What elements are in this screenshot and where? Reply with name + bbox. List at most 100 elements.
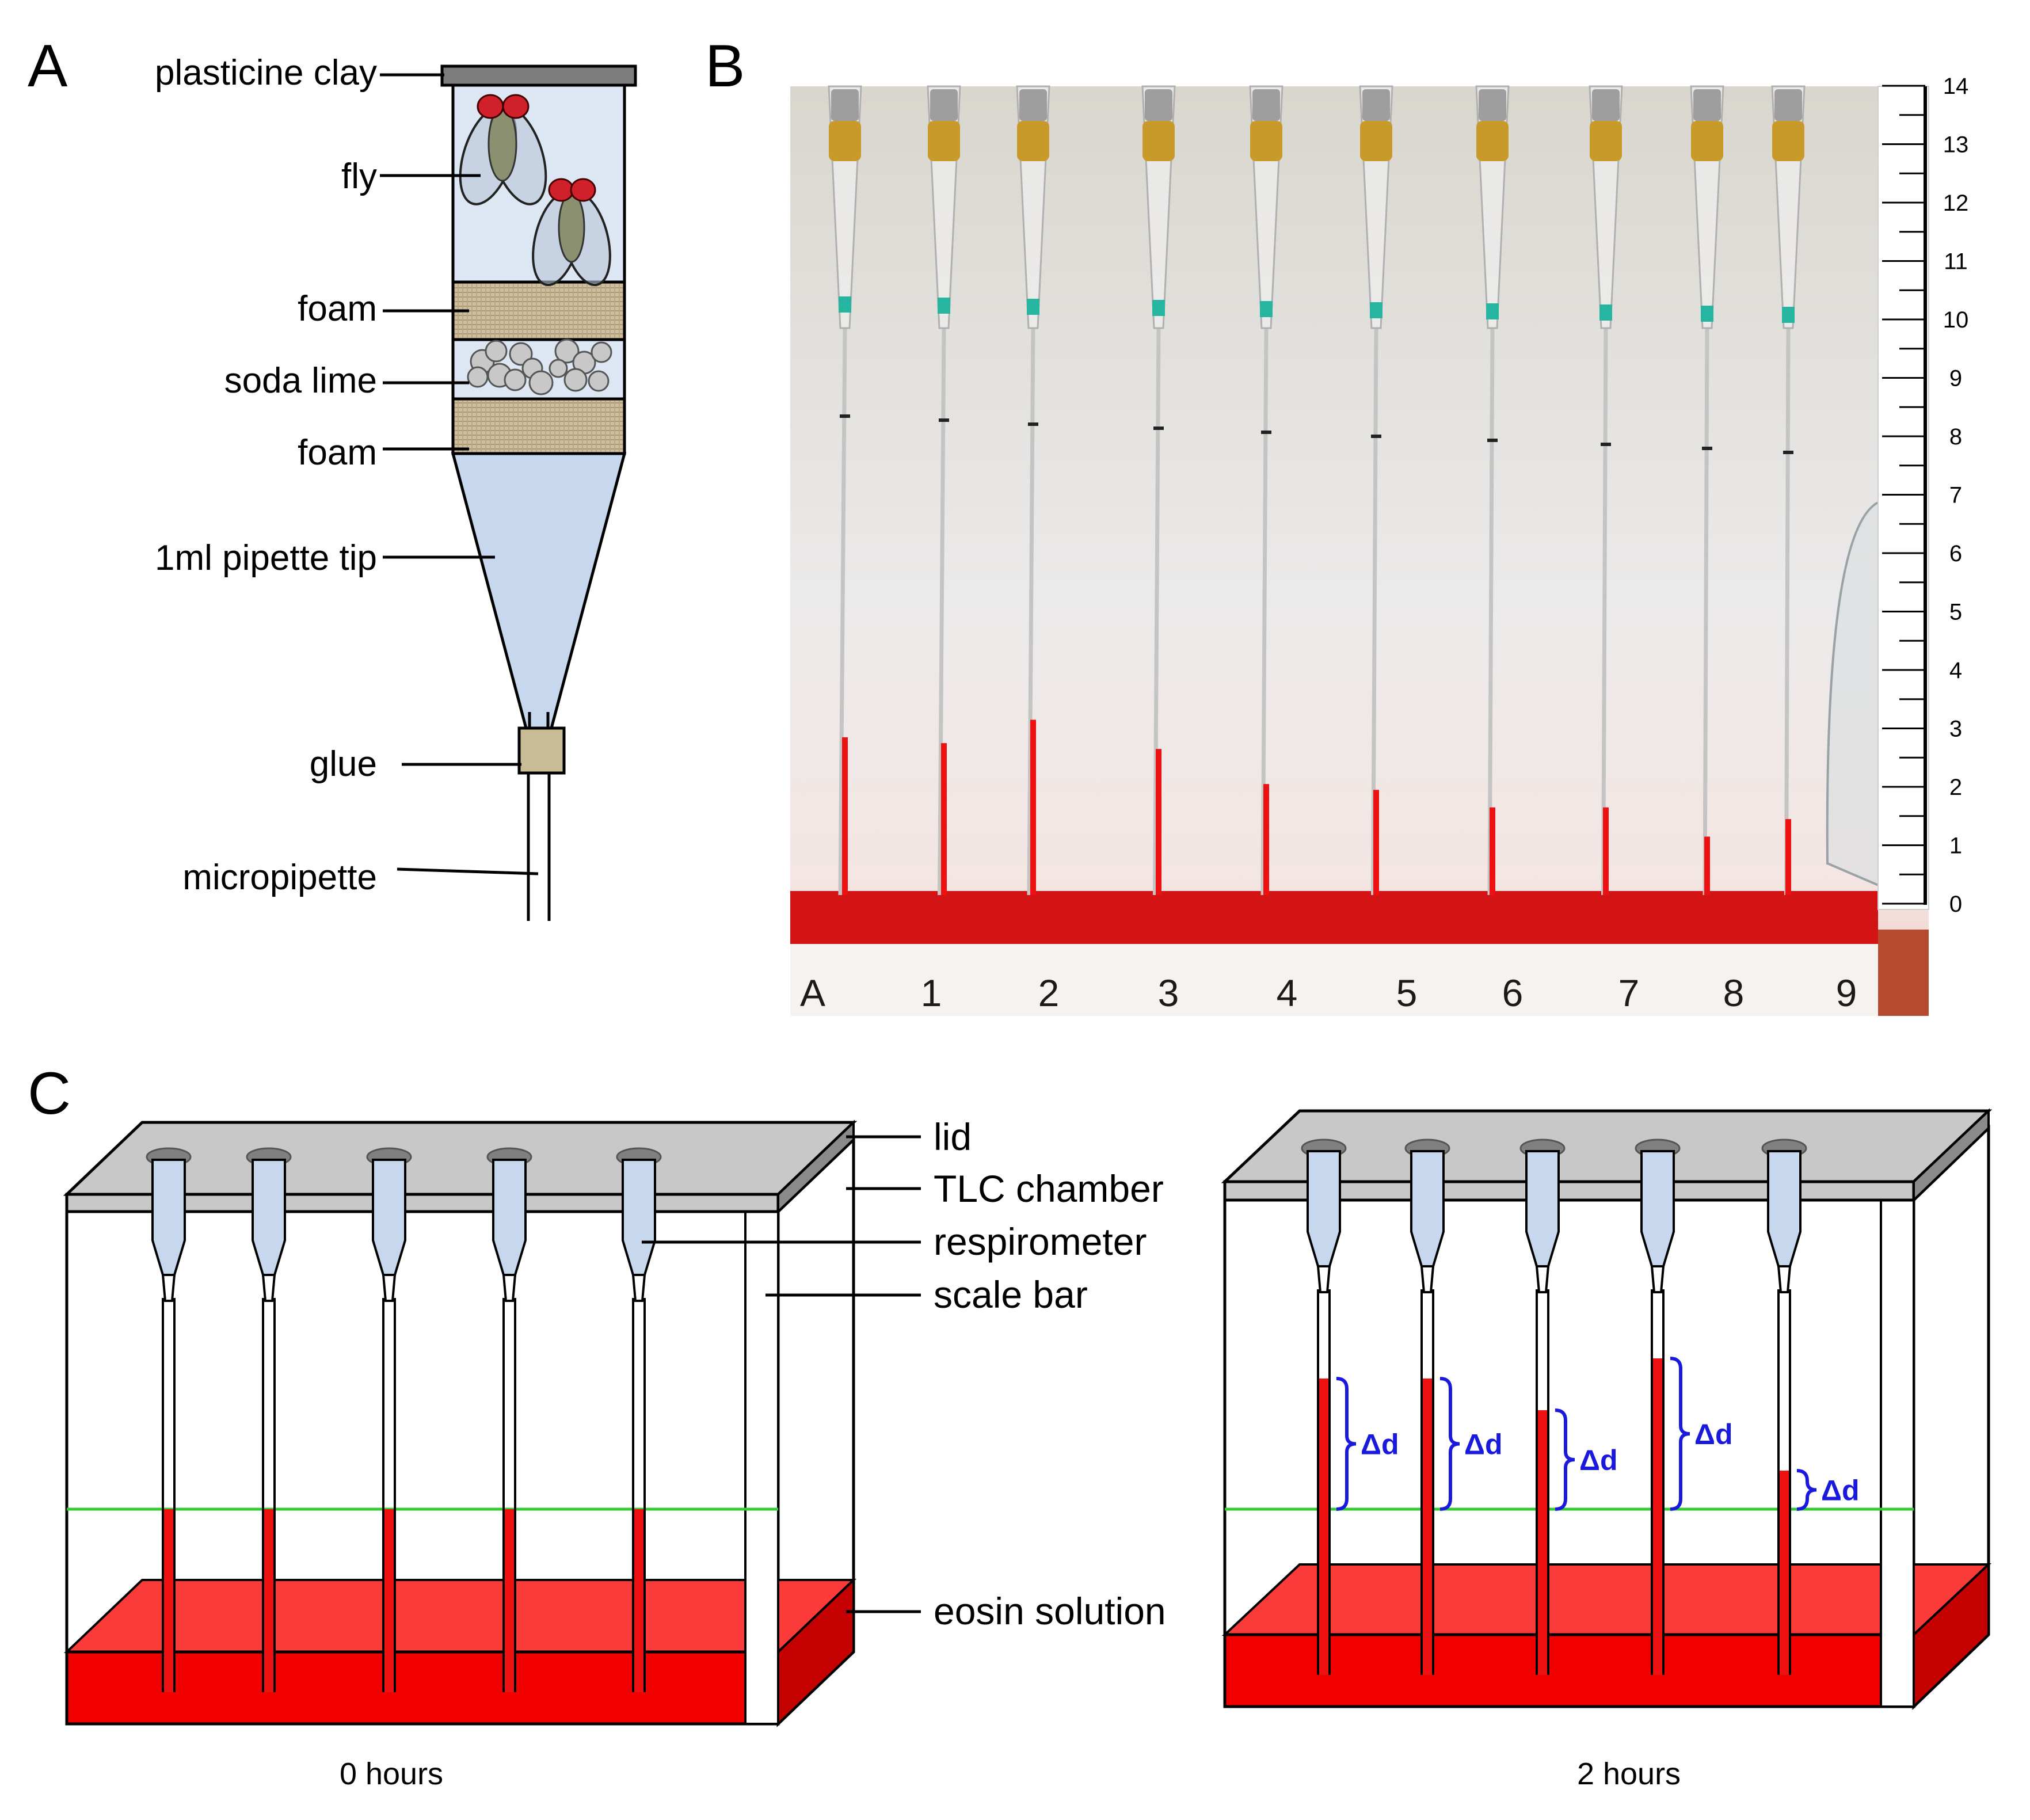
- respirometer-neck: [161, 1274, 176, 1302]
- panel-c-leaders: [642, 1135, 921, 1613]
- delta-brace: [1439, 1377, 1460, 1511]
- photo-glue-ring: [839, 296, 851, 313]
- delta-d-label: Δd: [1464, 1429, 1502, 1461]
- lid-side-2h: [1913, 1108, 1990, 1203]
- plasticine-clay: [440, 64, 637, 87]
- label-micropipette: micropipette: [182, 858, 377, 897]
- label-lid: lid: [934, 1115, 972, 1158]
- lane-label: 6: [1502, 972, 1524, 1014]
- eosin-front-2h: [1223, 1633, 1915, 1708]
- lane-label: A: [800, 972, 825, 1014]
- foam-bottom: [451, 397, 626, 455]
- ruler-tick-label: 10: [1943, 307, 1969, 333]
- eosin-column: [1780, 1471, 1789, 1675]
- time-label-0h: 0 hours: [340, 1757, 443, 1791]
- photo-eosin-column: [941, 743, 947, 895]
- ruler-tick-label: 8: [1949, 424, 1962, 450]
- delta-d-label: Δd: [1361, 1429, 1399, 1461]
- photo-glue-ring: [1027, 299, 1039, 315]
- photo-soda-lime: [1362, 89, 1390, 121]
- label-scale-bar: scale bar: [934, 1273, 1088, 1316]
- photo-capillary: [1487, 328, 1495, 896]
- scale-bar-0h: [744, 1210, 779, 1725]
- respirometer-tip: [1525, 1150, 1560, 1267]
- delta-brace: [1555, 1408, 1575, 1511]
- panel-c: C: [28, 1060, 1993, 1791]
- delta-d-label: Δd: [1821, 1475, 1859, 1507]
- ruler-tick-label: 14: [1943, 74, 1969, 99]
- photo-mark: [840, 414, 850, 418]
- panel-a-leaders: [380, 73, 539, 875]
- eosin-front-0h: [65, 1650, 780, 1726]
- photo-foam-plug: [1691, 121, 1723, 161]
- delta-brace: [1670, 1357, 1690, 1511]
- panel-a-letter: A: [28, 33, 68, 100]
- respirometer-tip: [252, 1159, 286, 1276]
- photo-eosin-column: [1603, 807, 1609, 895]
- lid-side-0h: [777, 1120, 855, 1214]
- photo-capillary: [1601, 328, 1608, 896]
- eosin-column: [1319, 1379, 1328, 1675]
- respirometer-neck: [502, 1274, 517, 1302]
- photo-soda-lime: [831, 89, 859, 121]
- delta-d-label: Δd: [1579, 1444, 1617, 1476]
- eosin-reservoir-photo: [790, 891, 1878, 944]
- photo-eosin-column: [1704, 836, 1710, 895]
- respirometer-icon: Δd: [1404, 1139, 1502, 1675]
- respirometer-neck: [1420, 1265, 1435, 1293]
- scale-bar-2h: [1880, 1199, 1915, 1708]
- respirometer-neck: [1650, 1265, 1665, 1293]
- ruler-tick-label: 1: [1949, 833, 1962, 859]
- panel-c-letter: C: [28, 1060, 71, 1127]
- lane-label: 1: [921, 972, 942, 1014]
- lane-label: 7: [1618, 972, 1640, 1014]
- label-tlc-chamber: TLC chamber: [934, 1167, 1164, 1210]
- photo-soda-lime: [1019, 89, 1047, 121]
- photo-capillary: [1153, 328, 1161, 896]
- photo-foam-plug: [829, 121, 861, 161]
- fly-icon-2: [532, 178, 611, 287]
- panel-a: A: [28, 33, 637, 921]
- photo-mark: [1371, 435, 1381, 438]
- photo-eosin-column: [1490, 807, 1495, 895]
- photo-glue-ring: [1152, 300, 1165, 316]
- ruler-tick-label: 5: [1949, 600, 1962, 625]
- ruler-tick-label: 12: [1943, 191, 1969, 216]
- chamber-0-hours: [63, 1120, 858, 1727]
- ruler-tick-label: 0: [1949, 892, 1962, 917]
- photo-foam-plug: [1476, 121, 1509, 161]
- photo-mark: [939, 418, 949, 422]
- label-soda-lime: soda lime: [224, 361, 377, 401]
- respirometer-tip: [1640, 1150, 1675, 1267]
- fly-icon: [459, 94, 547, 205]
- label-respirometer: respirometer: [934, 1220, 1147, 1263]
- lane-label: 3: [1158, 972, 1179, 1014]
- label-pipette-tip: 1ml pipette tip: [155, 538, 377, 578]
- photo-mark: [1702, 447, 1712, 450]
- respirometer-tip: [622, 1159, 656, 1276]
- photo-vial-base: [1878, 930, 1929, 1016]
- photo-glue-ring: [1486, 303, 1499, 319]
- photo-capillary: [838, 328, 847, 896]
- photo-mark: [1261, 431, 1271, 434]
- photo-foam-plug: [1772, 121, 1804, 161]
- photo-glue-ring: [1782, 307, 1795, 323]
- eosin-top-0h: [64, 1579, 856, 1653]
- respirometer-icon: Δd: [1635, 1139, 1732, 1675]
- label-fly: fly: [341, 157, 377, 196]
- respirometer-neck: [1777, 1265, 1792, 1293]
- eosin-column: [1653, 1358, 1662, 1675]
- photo-eosin-column: [1263, 784, 1269, 895]
- label-eosin-solution: eosin solution: [934, 1590, 1166, 1632]
- photo-eosin-column: [842, 737, 848, 895]
- ruler-tick-label: 3: [1949, 717, 1962, 742]
- photo-mark: [1153, 427, 1164, 430]
- panel-b-letter: B: [705, 33, 745, 100]
- eosin-column: [505, 1509, 514, 1692]
- photo-soda-lime: [1145, 89, 1172, 121]
- lane-label: 5: [1396, 972, 1418, 1014]
